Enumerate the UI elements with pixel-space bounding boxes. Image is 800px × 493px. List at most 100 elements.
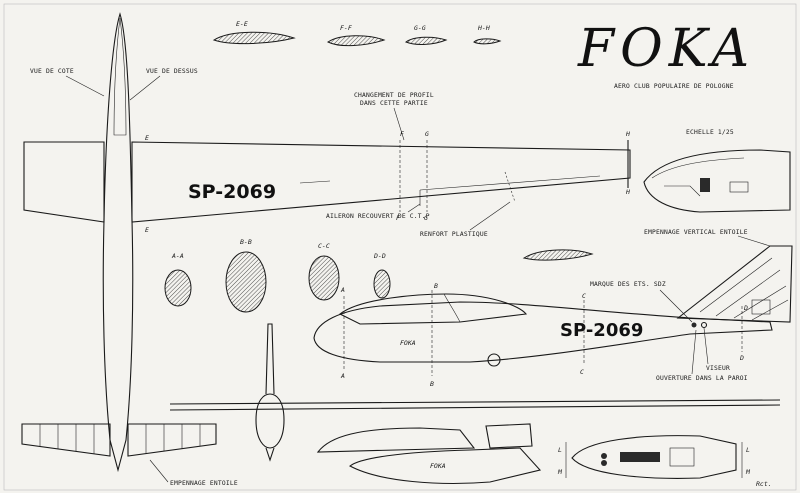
cockpit-top-panel xyxy=(669,447,695,467)
letter-f-2: F xyxy=(396,214,400,222)
letter-a-2: A xyxy=(340,372,345,380)
signature: Rct. xyxy=(756,480,772,488)
airfoil-sections-top: E-E F-F G-G H-H xyxy=(212,20,502,47)
fuselage-script: FOKA xyxy=(400,339,416,347)
section-cc xyxy=(308,255,340,301)
label-marque: MARQUE DES ETS. SDZ xyxy=(590,281,666,288)
canopy-detail: FOKA xyxy=(316,423,542,484)
letter-l-2: L xyxy=(746,446,750,454)
vertical-fin xyxy=(676,245,793,323)
sdz-mark xyxy=(691,322,697,328)
canopy-side xyxy=(338,293,528,325)
canopy-top xyxy=(113,17,127,136)
canopy-frame xyxy=(443,293,461,323)
letter-h: H xyxy=(625,130,630,138)
letter-a: A xyxy=(340,286,345,294)
letter-l: L xyxy=(558,446,562,454)
cockpit-top-pedal-2 xyxy=(601,460,607,466)
side-view: SP-2069 FOKA A A B B C C D D EMPENNAGE V… xyxy=(313,229,793,388)
section-hh-label: H-H xyxy=(477,24,490,32)
letter-h-2: H xyxy=(625,188,630,196)
label-changement-2: DANS CETTE PARTIE xyxy=(360,100,428,107)
tail-port xyxy=(21,423,111,457)
section-aa xyxy=(164,269,192,307)
section-gg xyxy=(404,36,448,45)
nose-detail-shape xyxy=(349,447,542,484)
fin-cutout xyxy=(751,299,771,315)
letter-m: M xyxy=(557,468,563,476)
fuselage-sections: A-A B-B C-C D-D xyxy=(164,238,391,313)
letter-e: E xyxy=(145,134,149,142)
label-viseur: VISEUR xyxy=(706,365,730,372)
wing-spoiler xyxy=(299,180,331,184)
aileron-line xyxy=(419,175,601,191)
drawing-title: FOKA xyxy=(577,19,755,79)
main-wheel xyxy=(487,353,501,367)
cockpit-stick xyxy=(664,185,701,197)
section-cc-label: C-C xyxy=(318,242,330,250)
leader-empennage xyxy=(149,459,169,483)
leader-marque xyxy=(659,289,693,323)
cockpit-instruments xyxy=(729,181,749,193)
letter-c: C xyxy=(582,292,586,300)
section-gg-label: G-G xyxy=(414,24,426,32)
front-wing-line-2 xyxy=(169,404,781,411)
cockpit-top-pedal xyxy=(601,453,607,459)
viseur-dot xyxy=(700,321,708,329)
panel-detail xyxy=(485,423,533,449)
leader-renfort xyxy=(469,201,511,231)
label-empennage-vertical: EMPENNAGE VERTICAL ENTOILE xyxy=(644,229,748,236)
label-vue-dessus: VUE DE DESSUS xyxy=(146,68,198,75)
section-ee-label: E-E xyxy=(236,20,248,28)
label-empennage-entoile: EMPENNAGE ENTOILE xyxy=(170,480,238,487)
section-hh xyxy=(473,38,502,45)
cockpit-top-shell xyxy=(571,435,737,479)
letter-d: D xyxy=(743,304,748,312)
letter-d-2: D xyxy=(739,354,744,362)
section-tail-airfoil xyxy=(522,249,594,261)
sheet-border xyxy=(3,3,797,491)
top-view: F G F G H H E E SP-2069 VUE DE COTE VUE … xyxy=(21,12,631,487)
section-ff-label: F-F xyxy=(340,24,352,32)
leader-ouverture xyxy=(691,329,697,375)
fuselage-registration: SP-2069 xyxy=(560,320,643,341)
fin-ribs xyxy=(699,257,789,321)
leader-changement xyxy=(393,107,405,141)
cockpit-top-seat xyxy=(620,452,660,462)
letter-g: G xyxy=(425,130,429,138)
label-changement: CHANGEMENT DE PROFIL xyxy=(354,92,434,99)
section-bb xyxy=(225,251,267,313)
cockpit-shell xyxy=(643,149,791,213)
section-ff xyxy=(327,35,386,47)
fuselage-side xyxy=(313,301,773,363)
front-fin xyxy=(265,323,275,395)
front-wing-line xyxy=(169,399,781,405)
wing-port xyxy=(23,141,105,223)
tail-starboard xyxy=(127,423,217,457)
letter-c-2: C xyxy=(580,368,584,376)
wing-starboard xyxy=(131,141,631,223)
wing-registration: SP-2069 xyxy=(188,181,276,203)
tail-ribs xyxy=(39,424,201,454)
letter-e-2: E xyxy=(145,226,149,234)
leader-viseur xyxy=(703,327,709,365)
cockpit-canopy-line xyxy=(651,157,745,179)
cockpit-seat xyxy=(700,178,710,192)
leader-vue-dessus xyxy=(129,75,161,101)
label-ouverture: OUVERTURE DANS LA PAROI xyxy=(656,375,748,382)
drawing-subtitle: AERO CLUB POPULAIRE DE POLOGNE xyxy=(614,83,734,90)
section-ee xyxy=(212,31,296,45)
leader-empennage-vertical xyxy=(737,235,771,247)
section-aa-label: A-A xyxy=(171,252,184,260)
label-scale: ECHELLE 1/25 xyxy=(686,129,734,136)
front-fuselage xyxy=(255,393,285,449)
cockpit-detail xyxy=(643,149,791,213)
canopy-detail-shape xyxy=(316,427,476,453)
letter-b-2: B xyxy=(430,380,434,388)
label-vue-cote: VUE DE COTE xyxy=(30,68,74,75)
renfort-line xyxy=(504,171,516,203)
leader-aileron xyxy=(407,203,421,213)
front-view xyxy=(169,323,781,462)
